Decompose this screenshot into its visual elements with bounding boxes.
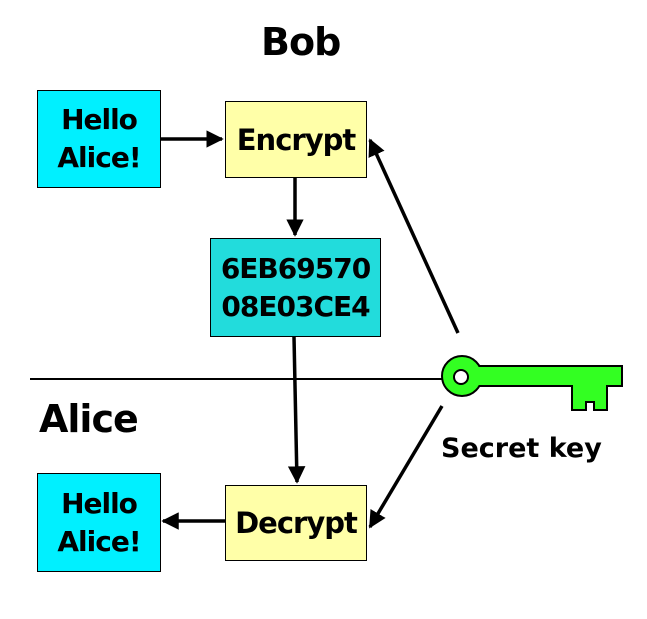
secret-key-label: Secret key — [441, 433, 602, 464]
key-icon — [441, 355, 623, 411]
decrypt-label: Decrypt — [235, 506, 358, 540]
alice-label: Alice — [39, 397, 139, 441]
ciphertext-line-2: 08E03CE4 — [221, 289, 370, 323]
arrow-ciphertext-to-decrypt — [287, 336, 306, 484]
plaintext-line-1: Hello — [61, 486, 138, 520]
arrow-key-to-decrypt — [368, 405, 444, 529]
plaintext-box-alice: Hello Alice! — [37, 473, 161, 572]
ciphertext-box: 6EB69570 08E03CE4 — [210, 238, 381, 337]
ciphertext-line-1: 6EB69570 — [220, 251, 371, 285]
encrypt-label: Encrypt — [236, 122, 356, 157]
arrow-key-to-encrypt — [368, 138, 460, 334]
plaintext-line-2: Alice! — [57, 524, 141, 558]
plaintext-line-2: Alice! — [57, 141, 141, 174]
plaintext-box-bob: Hello Alice! — [37, 90, 161, 188]
encrypt-box: Encrypt — [225, 101, 367, 178]
bob-label: Bob — [261, 20, 341, 64]
plaintext-line-1: Hello — [61, 103, 138, 136]
decrypt-box: Decrypt — [225, 485, 367, 561]
